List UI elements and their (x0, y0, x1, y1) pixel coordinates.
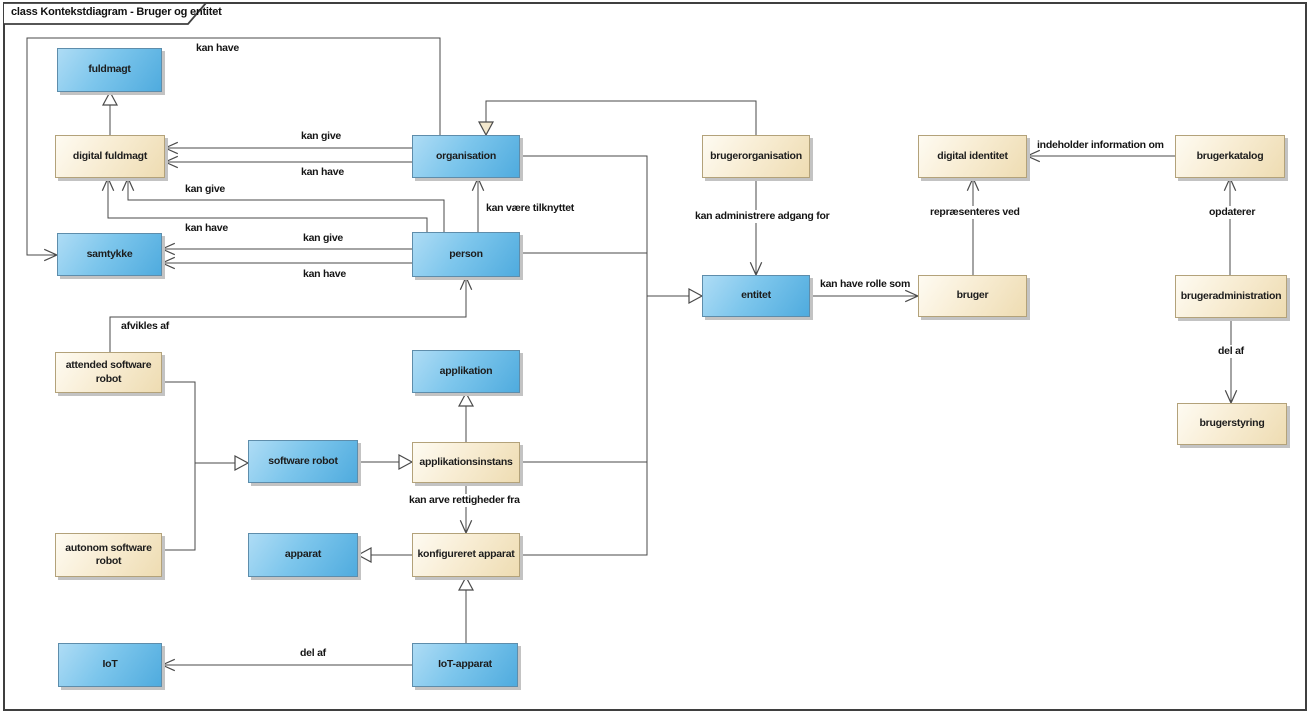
node-apparat[interactable]: apparat (248, 533, 358, 577)
node-digital-identitet[interactable]: digital identitet (918, 135, 1027, 178)
node-brugerstyring[interactable]: brugerstyring (1177, 403, 1287, 445)
edge-brugerorganisation-kan-administrere-adgang-for-entitet[interactable] (749, 178, 763, 276)
title-tab-shape (4, 2, 208, 25)
edge-person-kan-vaere-tilknyttet-organisation[interactable] (471, 177, 485, 232)
edge-digital-fuldmagt-gen-fuldmagt[interactable] (101, 90, 119, 135)
edge-organisation-kan-give-digital-fuldmagt[interactable] (164, 141, 412, 155)
edge-applikationsinstans-kan-arve-rettigheder-fra-konfigureret-apparat[interactable] (459, 483, 473, 534)
edge-iot-apparat-del-af-iot[interactable] (161, 658, 412, 672)
edge-organisation-gen-entitet[interactable] (520, 155, 704, 305)
edge-person-kan-have-samtykke[interactable] (161, 256, 412, 270)
node-applikationsinstans[interactable]: applikationsinstans (412, 442, 520, 483)
edge-bruger-repraesenteres-ved-digital-identitet[interactable] (966, 177, 980, 275)
edge-applikationsinstans-gen-entitet[interactable] (520, 296, 648, 463)
node-organisation[interactable]: organisation (412, 135, 520, 178)
node-digital-fuldmagt[interactable]: digital fuldmagt (55, 135, 165, 178)
edge-software-robot-gen-applikationsinstans[interactable] (358, 453, 414, 471)
edge-konfigureret-apparat-gen-entitet[interactable] (520, 296, 648, 556)
node-iot-apparat[interactable]: IoT-apparat (412, 643, 518, 687)
edge-person-kan-have-digital-fuldmagt[interactable] (101, 177, 428, 232)
edge-person-gen-entitet[interactable] (520, 252, 648, 296)
diagram-frame (3, 2, 1307, 711)
edge-brugeradministration-opdaterer-brugerkatalog[interactable] (1223, 177, 1237, 275)
node-fuldmagt[interactable]: fuldmagt (57, 48, 162, 92)
edge-person-kan-give-digital-fuldmagt[interactable] (121, 177, 445, 232)
node-bruger[interactable]: bruger (918, 275, 1027, 317)
edge-applikationsinstans-gen-applikation[interactable] (457, 391, 475, 442)
node-iot[interactable]: IoT (58, 643, 162, 687)
edge-entitet-kan-have-rolle-som-bruger[interactable] (810, 289, 919, 303)
node-autonom-software-robot[interactable]: autonom software robot (55, 533, 162, 577)
edge-autonom-software-robot-gen-software-robot[interactable] (162, 463, 196, 551)
node-konfigureret-apparat[interactable]: konfigureret apparat (412, 533, 520, 577)
edge-organisation-kan-have-digital-fuldmagt[interactable] (164, 155, 412, 169)
node-brugerorganisation[interactable]: brugerorganisation (702, 135, 810, 178)
diagram-title-tab (4, 2, 208, 25)
node-brugerkatalog[interactable]: brugerkatalog (1175, 135, 1285, 178)
edge-person-kan-give-samtykke[interactable] (161, 242, 412, 256)
edge-brugerorganisation-gen-organisation[interactable] (477, 100, 757, 137)
edge-brugerkatalog-indeholder-information-om-digital-identitet[interactable] (1026, 149, 1175, 163)
node-software-robot[interactable]: software robot (248, 440, 358, 483)
node-attended-software-robot[interactable]: attended software robot (55, 352, 162, 393)
node-entitet[interactable]: entitet (702, 275, 810, 317)
node-brugeradministration[interactable]: brugeradministration (1175, 275, 1287, 318)
edge-attended-software-robot-gen-software-robot[interactable] (162, 381, 250, 472)
edge-iot-apparat-gen-konfigureret-apparat[interactable] (457, 575, 475, 643)
edge-organisation-kan-have-samtykke[interactable] (26, 37, 441, 262)
node-samtykke[interactable]: samtykke (57, 233, 162, 276)
node-person[interactable]: person (412, 232, 520, 277)
edge-brugeradministration-del-af-brugerstyring[interactable] (1224, 318, 1238, 404)
edge-attended-software-robot-afvikles-af-person[interactable] (109, 276, 473, 352)
edge-konfigureret-apparat-gen-apparat[interactable] (356, 546, 412, 564)
node-applikation[interactable]: applikation (412, 350, 520, 393)
diagram-title: class Kontekstdiagram - Bruger og entite… (11, 6, 222, 18)
